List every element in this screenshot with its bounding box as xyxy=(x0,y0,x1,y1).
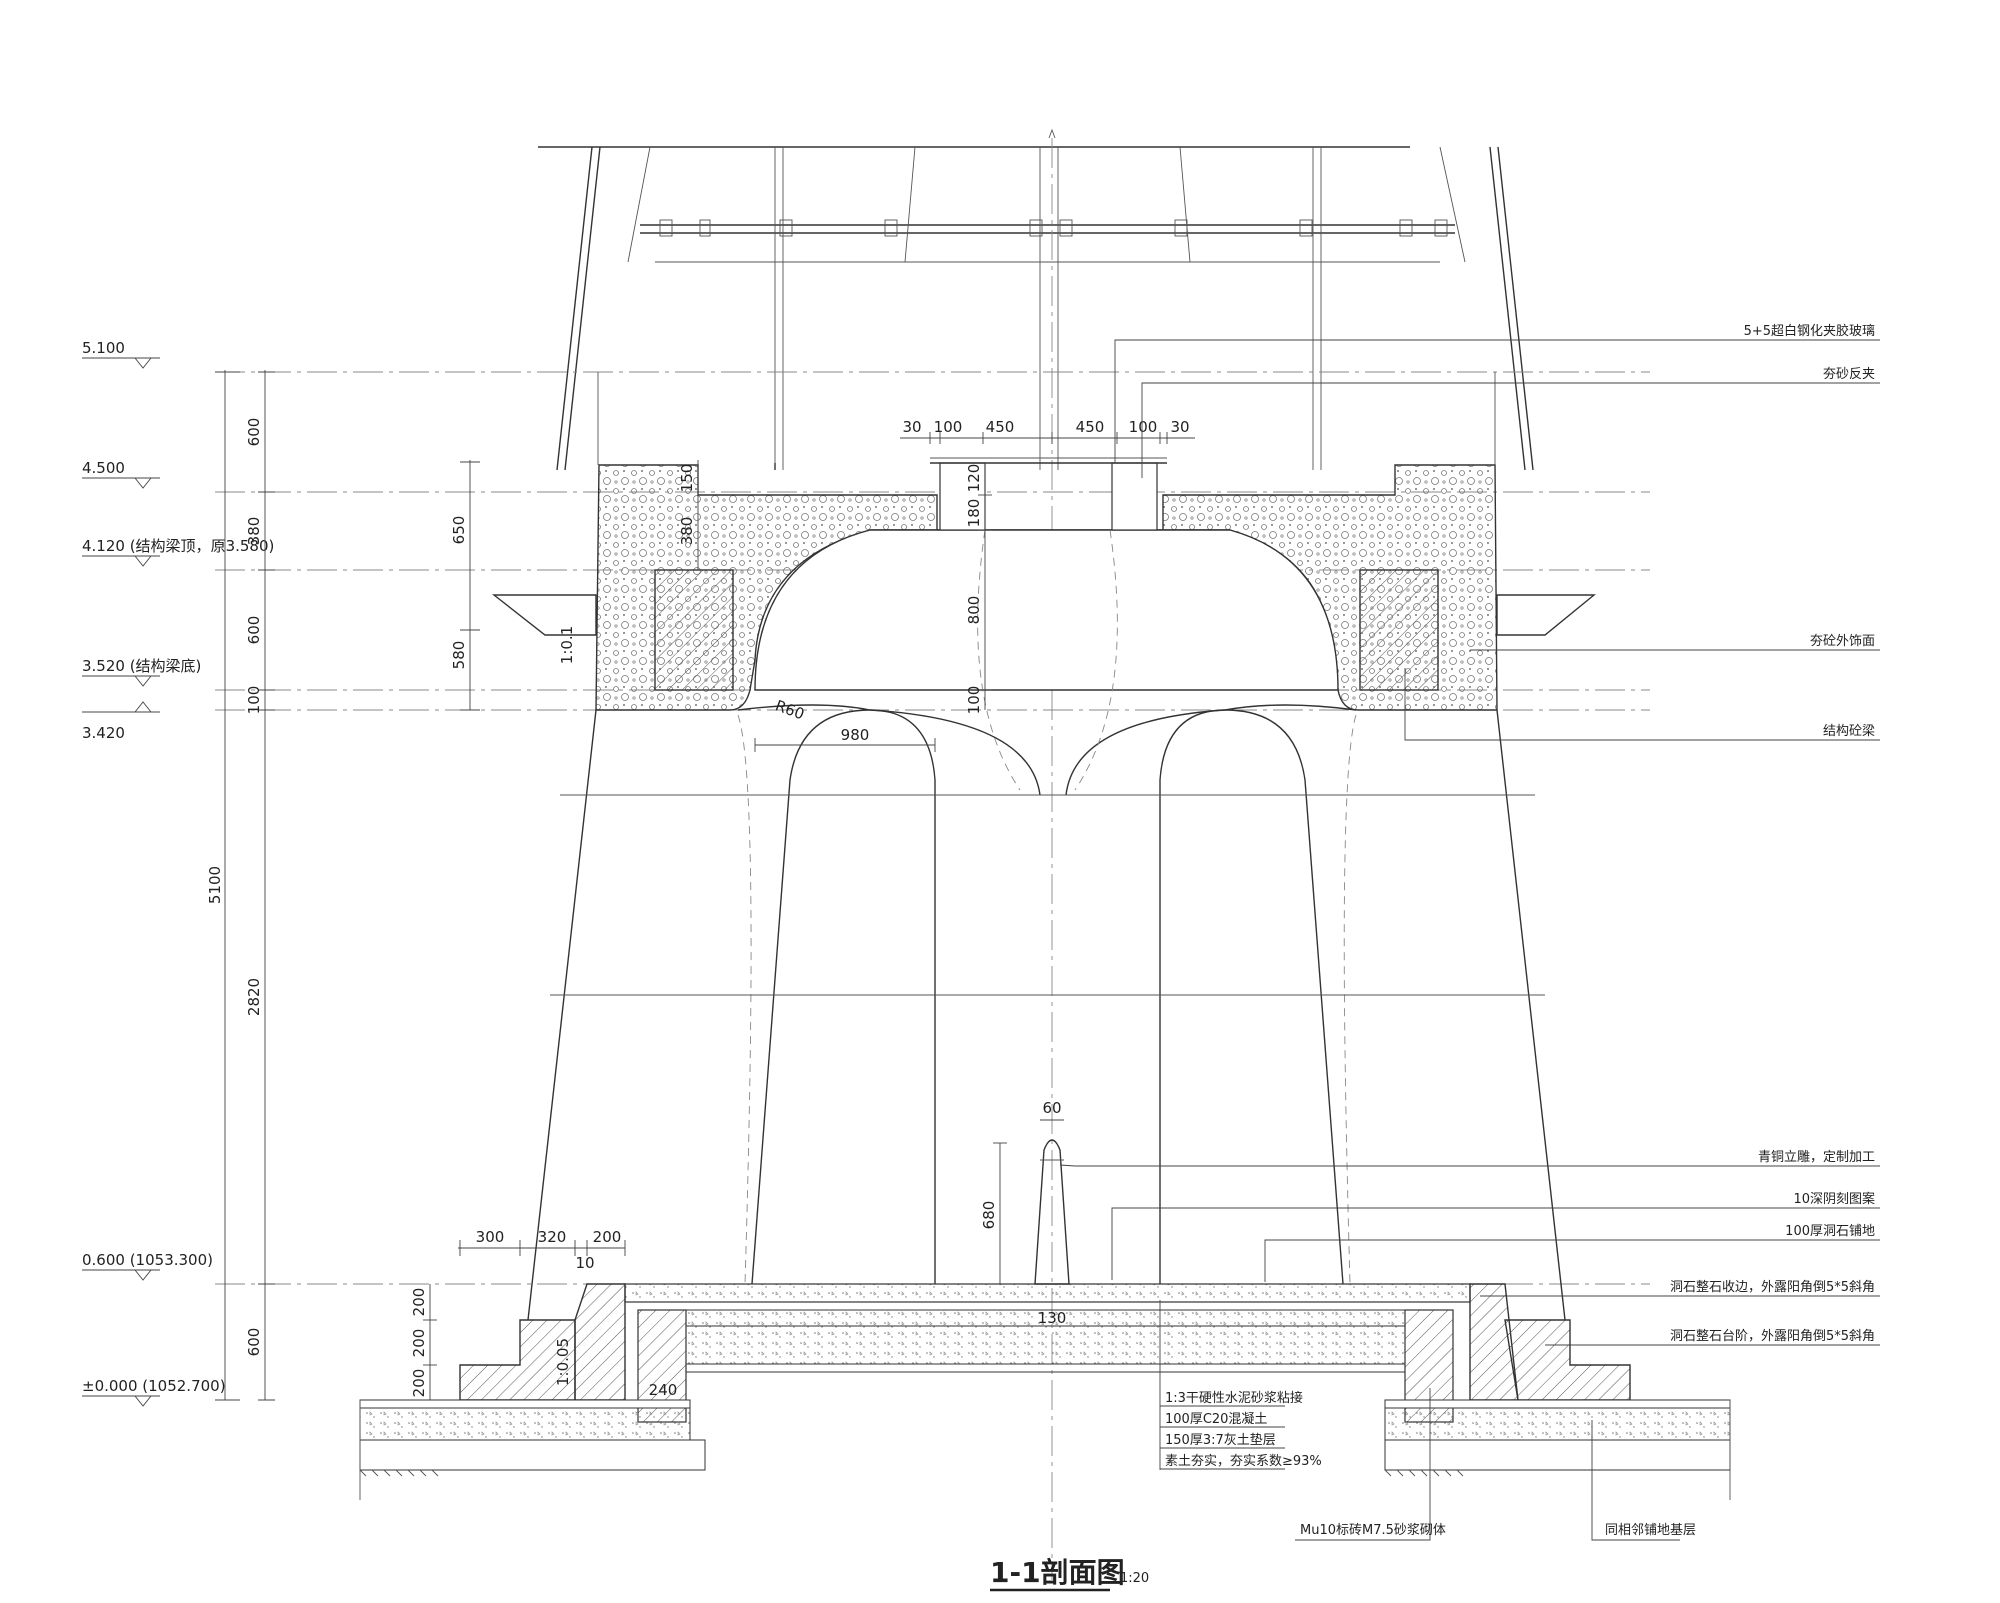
segment-dim: 380 xyxy=(245,517,263,546)
step-dim: 200 xyxy=(593,1228,622,1246)
segment-dim: 100 xyxy=(245,686,263,715)
callout-label: 青铜立雕，定制加工 xyxy=(1758,1150,1875,1165)
segment-dim: 600 xyxy=(245,1328,263,1357)
layer-note: 1:3干硬性水泥砂浆粘接 xyxy=(1165,1390,1303,1406)
callout-label: 夯砼外饰面 xyxy=(1810,634,1875,649)
level-marker: 4.120 (结构梁顶，原3.580) xyxy=(82,537,274,567)
step-height-dim: 200 xyxy=(410,1369,428,1398)
bronze-sculpture xyxy=(1034,1139,1070,1285)
layer-note: 素土夯实，夯实系数≥93% xyxy=(1165,1454,1322,1469)
callout-label: 100厚洞石铺地 xyxy=(1785,1224,1875,1239)
step-height-dim: 200 xyxy=(410,1288,428,1317)
top-dim: 30 xyxy=(902,418,921,436)
callout-label: 10深阴刻图案 xyxy=(1793,1192,1875,1207)
callout-label: 洞石整石收边，外露阳角倒5*5斜角 xyxy=(1670,1280,1875,1295)
bottom-label: 同相邻铺地基层 xyxy=(1605,1523,1696,1538)
inner-dim: 580 xyxy=(450,641,468,670)
slope-label: 1:0.1 xyxy=(558,626,576,664)
layer-note: 150厚3:7灰土垫层 xyxy=(1165,1432,1276,1448)
sculpture-height-dim: 680 xyxy=(980,1201,998,1230)
segment-dim: 2820 xyxy=(245,978,263,1016)
step-height-dim: 200 xyxy=(410,1329,428,1358)
plinth-foundation xyxy=(359,1283,1731,1500)
glass-canopy xyxy=(538,146,1534,471)
center-dimensions: 120 180 800 100 R60 980 60 680 130 240 xyxy=(649,463,1067,1399)
level-marker: 3.520 (结构梁底) xyxy=(82,657,201,687)
callout-label: 结构砼梁 xyxy=(1823,724,1875,739)
drawing-title-text: 1-1剖面图 xyxy=(990,1556,1125,1589)
wall-dim: 240 xyxy=(649,1381,678,1399)
callout-label: 夯砂反夹 xyxy=(1823,367,1875,382)
level-label: 3.420 xyxy=(82,724,125,742)
level-label: 3.520 (结构梁底) xyxy=(82,657,201,675)
level-label: 4.120 (结构梁顶，原3.580) xyxy=(82,537,274,555)
layer-note: 100厚C20混凝土 xyxy=(1165,1411,1267,1427)
right-callouts: 5+5超白钢化夹胶玻璃 夯砂反夹 夯砼外饰面 结构砼梁 青铜立雕，定制加工 10… xyxy=(1059,323,1880,1346)
bottom-label: Mu10标砖M7.5砂浆砌体 xyxy=(1300,1523,1446,1538)
arch-width-dim: 980 xyxy=(841,726,870,744)
drawing-title: 1-1剖面图 1:20 xyxy=(990,1556,1149,1592)
level-marker: ±0.000 (1052.700) xyxy=(82,1377,226,1407)
step-dimensions: 300 320 200 10 200 200 200 1:0.05 xyxy=(410,1228,626,1400)
step-dim: 10 xyxy=(575,1254,594,1272)
radius-label: R60 xyxy=(773,696,807,723)
callout-label: 洞石整石台阶，外露阳角倒5*5斜角 xyxy=(1670,1329,1875,1344)
center-dim: 180 xyxy=(965,499,983,528)
level-marker: 4.500 xyxy=(82,459,160,489)
base-dim: 130 xyxy=(1038,1309,1067,1327)
step-dim: 320 xyxy=(538,1228,567,1246)
level-markers: 5.100 4.500 4.120 (结构梁顶，原3.580) 3.520 (结… xyxy=(82,339,274,1407)
segment-dim: 600 xyxy=(245,418,263,447)
callout-label: 5+5超白钢化夹胶玻璃 xyxy=(1744,323,1875,339)
step-dim: 300 xyxy=(476,1228,505,1246)
inner-dim: 380 xyxy=(678,517,696,546)
top-dim: 450 xyxy=(1076,418,1105,436)
concrete-beam-section xyxy=(491,372,1596,711)
top-dim: 30 xyxy=(1170,418,1189,436)
pillar-body xyxy=(527,529,1566,1321)
inner-dim: 150 xyxy=(678,464,696,493)
step-slope-label: 1:0.05 xyxy=(554,1338,572,1386)
center-dim: 120 xyxy=(965,464,983,493)
top-dim: 100 xyxy=(934,418,963,436)
sculpture-width-dim: 60 xyxy=(1042,1099,1061,1117)
level-label: 4.500 xyxy=(82,459,125,477)
level-label: ±0.000 (1052.700) xyxy=(82,1377,226,1395)
level-marker: 3.420 xyxy=(82,701,160,742)
center-dim: 800 xyxy=(965,596,983,625)
segment-dim: 600 xyxy=(245,616,263,645)
level-marker: 0.600 (1053.300) xyxy=(82,1251,213,1281)
drawing-scale: 1:20 xyxy=(1120,1571,1149,1586)
level-label: 5.100 xyxy=(82,339,125,357)
overall-height-dim: 5100 xyxy=(206,866,224,904)
layer-notes: 1:3干硬性水泥砂浆粘接 100厚C20混凝土 150厚3:7灰土垫层 素土夯实… xyxy=(1159,1300,1696,1541)
level-label: 0.600 (1053.300) xyxy=(82,1251,213,1269)
top-dim: 100 xyxy=(1129,418,1158,436)
top-dim: 450 xyxy=(986,418,1015,436)
left-dimension-chains: 5100 600 380 600 100 2820 600 650 580 15… xyxy=(206,370,699,1401)
center-dim: 100 xyxy=(965,686,983,715)
level-marker: 5.100 xyxy=(82,339,160,369)
inner-dim: 650 xyxy=(450,516,468,545)
top-dimension-chain: 30 100 450 450 100 30 xyxy=(900,418,1195,444)
